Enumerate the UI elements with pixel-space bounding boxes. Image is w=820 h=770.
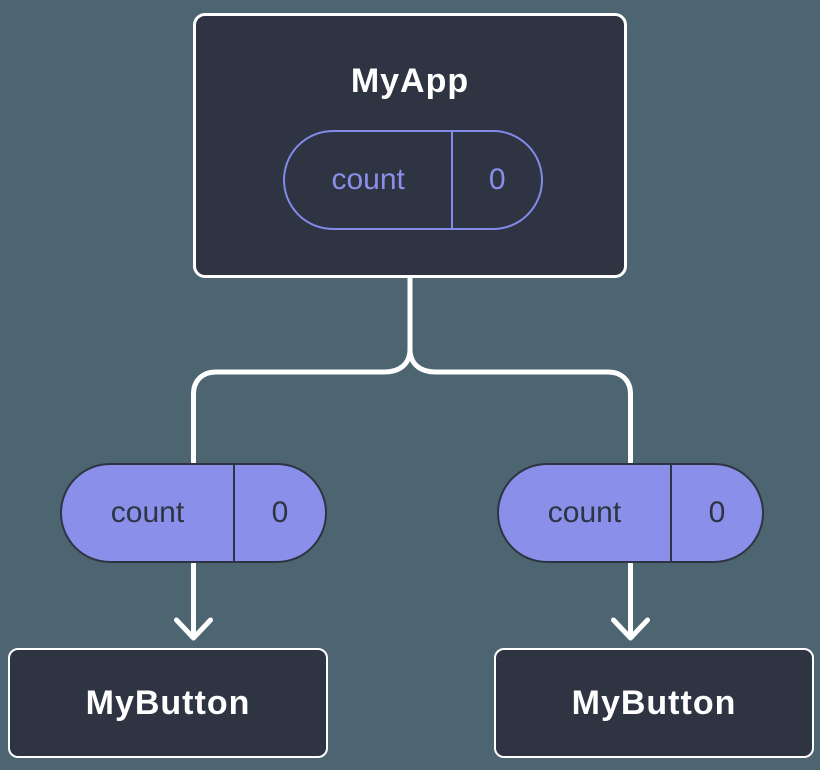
prop-name-right: count xyxy=(547,496,622,529)
arrow-left-head-icon xyxy=(174,617,213,641)
branch-right-line xyxy=(407,346,633,465)
prop-value-right: 0 xyxy=(669,465,762,561)
root-component-name: MyApp xyxy=(350,62,470,100)
prop-pill-right: count 0 xyxy=(497,463,764,563)
child-component-node-right: MyButton xyxy=(494,648,814,758)
arrow-right-head-icon xyxy=(611,617,650,641)
root-state-value: 0 xyxy=(451,132,541,228)
root-state-pill: count 0 xyxy=(283,130,543,230)
prop-pill-left: count 0 xyxy=(60,463,327,563)
child-component-node-left: MyButton xyxy=(8,648,328,758)
root-component-node: MyApp count 0 xyxy=(193,13,627,278)
root-state-name: count xyxy=(331,163,405,196)
child-component-name-right: MyButton xyxy=(571,683,737,722)
prop-name-left: count xyxy=(110,496,185,529)
prop-value-left: 0 xyxy=(232,465,325,561)
child-component-name-left: MyButton xyxy=(85,683,251,722)
branch-left-line xyxy=(191,346,413,465)
